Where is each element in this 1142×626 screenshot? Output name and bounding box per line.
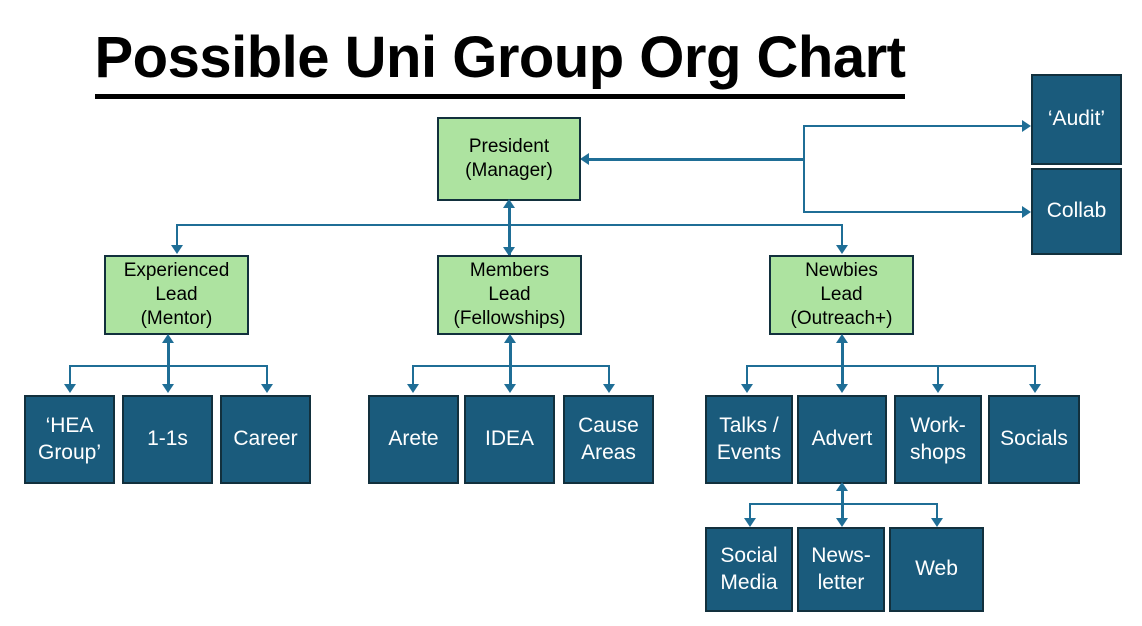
connector-drop-talks-events <box>746 365 748 387</box>
node-experienced-lead[interactable]: Experienced Lead (Mentor) <box>104 255 249 335</box>
connector-spine-to-president <box>589 158 804 161</box>
node-socials-label: Socials <box>1000 427 1068 451</box>
node-newbies-lead-label: Newbies Lead (Outreach+) <box>790 260 893 329</box>
arrowhead-newbies-up <box>836 334 848 343</box>
node-cause-areas[interactable]: Cause Areas <box>563 395 654 484</box>
node-socials[interactable]: Socials <box>988 395 1080 484</box>
connector-audit-collab-spine <box>803 125 805 213</box>
node-web[interactable]: Web <box>889 527 984 612</box>
node-cause-areas-label: Cause Areas <box>578 414 639 464</box>
connector-spine-to-audit <box>803 125 1026 127</box>
arrowhead-idea <box>504 384 516 393</box>
node-advert[interactable]: Advert <box>797 395 887 484</box>
node-social-media[interactable]: Social Media <box>705 527 793 612</box>
node-idea-label: IDEA <box>484 427 534 451</box>
node-social-media-label: Social Media <box>720 544 778 594</box>
arrowhead-advert <box>836 384 848 393</box>
node-one-to-ones-label: 1-1s <box>147 427 188 451</box>
arrowhead-president-up <box>503 199 515 208</box>
node-president-label: President (Manager) <box>465 136 553 181</box>
node-collab-label: Collab <box>1046 199 1107 223</box>
arrowhead-to-president <box>580 153 589 165</box>
node-advert-label: Advert <box>811 427 873 451</box>
arrowhead-cause-areas <box>603 384 615 393</box>
node-arete[interactable]: Arete <box>368 395 459 484</box>
node-members-lead-label: Members Lead (Fellowships) <box>453 260 566 329</box>
node-president[interactable]: President (Manager) <box>437 117 581 201</box>
arrowhead-newsletter <box>836 518 848 527</box>
connector-stem-newsletter <box>841 486 844 521</box>
arrowhead-members-lead <box>503 247 515 256</box>
node-newsletter-label: News- letter <box>811 544 871 594</box>
node-one-to-ones[interactable]: 1-1s <box>122 395 213 484</box>
node-collab[interactable]: Collab <box>1031 168 1122 255</box>
arrowhead-talks-events <box>741 384 753 393</box>
connector-drop-cause-areas <box>608 365 610 387</box>
arrowhead-social-media <box>744 518 756 527</box>
arrowhead-newbies-lead <box>836 245 848 254</box>
connector-spine-to-collab <box>803 211 1026 213</box>
node-audit-label: ‘Audit’ <box>1047 107 1106 131</box>
connector-drop-workshops <box>937 365 939 387</box>
arrowhead-experienced-lead <box>171 245 183 254</box>
arrowhead-hea-group <box>64 384 76 393</box>
node-career[interactable]: Career <box>220 395 311 484</box>
node-workshops-label: Work- shops <box>909 414 967 464</box>
arrowhead-arete <box>407 384 419 393</box>
arrowhead-socials <box>1029 384 1041 393</box>
connector-drop-social-media <box>749 503 751 521</box>
arrowhead-to-audit <box>1022 120 1031 132</box>
connector-stem-idea <box>509 338 512 387</box>
node-talks-events-label: Talks / Events <box>716 414 782 464</box>
arrowhead-one-to-ones <box>162 384 174 393</box>
arrowhead-advert-up <box>836 482 848 491</box>
connector-drop-experienced <box>176 224 178 248</box>
arrowhead-web <box>931 518 943 527</box>
arrowhead-members-up <box>504 334 516 343</box>
node-web-label: Web <box>915 557 958 581</box>
node-experienced-lead-label: Experienced Lead (Mentor) <box>123 260 230 329</box>
connector-drop-hea <box>69 365 71 387</box>
page-title: Possible Uni Group Org Chart <box>0 24 1000 99</box>
node-newbies-lead[interactable]: Newbies Lead (Outreach+) <box>769 255 914 335</box>
connector-newbies-bar <box>746 365 1035 367</box>
page-title-text: Possible Uni Group Org Chart <box>94 25 906 99</box>
arrowhead-experienced-up <box>162 334 174 343</box>
arrowhead-career <box>261 384 273 393</box>
node-career-label: Career <box>233 427 298 451</box>
node-talks-events[interactable]: Talks / Events <box>705 395 793 484</box>
node-newsletter[interactable]: News- letter <box>797 527 885 612</box>
connector-stem-members <box>508 203 511 255</box>
node-arete-label: Arete <box>388 427 439 451</box>
node-hea-group-label: ‘HEA Group’ <box>37 414 102 464</box>
connector-drop-web <box>936 503 938 521</box>
connector-stem-one-to-ones <box>167 338 170 387</box>
node-hea-group[interactable]: ‘HEA Group’ <box>24 395 115 484</box>
node-workshops[interactable]: Work- shops <box>894 395 982 484</box>
connector-drop-newbies <box>841 224 843 248</box>
connector-drop-arete <box>412 365 414 387</box>
node-members-lead[interactable]: Members Lead (Fellowships) <box>437 255 582 335</box>
connector-drop-career <box>266 365 268 387</box>
arrowhead-to-collab <box>1022 206 1031 218</box>
arrowhead-workshops <box>932 384 944 393</box>
node-idea[interactable]: IDEA <box>464 395 555 484</box>
connector-stem-advert <box>841 338 844 387</box>
connector-drop-socials <box>1034 365 1036 387</box>
node-audit[interactable]: ‘Audit’ <box>1031 74 1122 165</box>
